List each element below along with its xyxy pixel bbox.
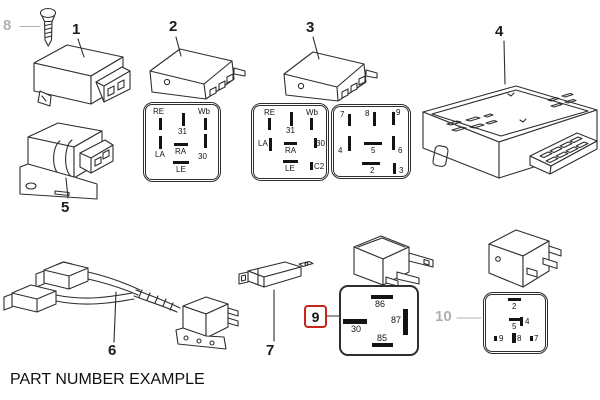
callout-4[interactable]: 4	[495, 23, 504, 40]
relay-3-aux-socket-diagram: 7 8 9 4 5 6 2 3	[331, 104, 411, 179]
pin	[348, 136, 351, 151]
terminal-label: 31	[178, 127, 187, 136]
terminal-label: 86	[375, 299, 386, 309]
relay-9-art	[325, 235, 434, 317]
connector-7-art	[238, 260, 314, 342]
terminal-label: LE	[285, 164, 295, 173]
pin	[348, 114, 351, 126]
terminal-label: RA	[285, 146, 297, 155]
callout-2[interactable]: 2	[169, 18, 178, 35]
terminal-label: 6	[398, 146, 403, 155]
pin	[314, 138, 317, 148]
terminal-label: 8	[517, 334, 522, 343]
pin	[204, 134, 207, 148]
terminal-label: RA	[175, 147, 187, 156]
terminal-label: 3	[399, 166, 404, 175]
terminal-label: LE	[176, 165, 186, 174]
relay-3-art	[283, 36, 378, 102]
terminal-label: Wb	[306, 108, 318, 117]
relay-2-art	[149, 36, 246, 100]
harness-6-art	[3, 261, 239, 350]
relay-5-art	[19, 122, 114, 200]
pin	[372, 343, 393, 347]
pin	[494, 336, 497, 341]
pin	[530, 336, 533, 341]
callout-9-highlighted[interactable]: 9	[304, 305, 327, 328]
terminal-label: 30	[198, 152, 207, 161]
pin	[392, 112, 395, 125]
pin	[173, 161, 189, 164]
terminal-label: LA	[155, 150, 165, 159]
terminal-label: 30	[316, 139, 325, 148]
pin	[310, 118, 313, 130]
pin	[512, 333, 516, 343]
terminal-label: 2	[512, 302, 517, 311]
relay-9-socket-diagram: 86 30 87 85	[339, 285, 419, 356]
terminal-label: 31	[286, 126, 295, 135]
terminal-label: RE	[153, 107, 165, 116]
relay-10-art	[456, 229, 562, 319]
terminal-label: 87	[391, 315, 402, 325]
pin	[520, 317, 523, 326]
relay-10-socket-diagram: 2 5 4 9 8 7	[483, 292, 548, 354]
callout-3[interactable]: 3	[306, 19, 315, 36]
terminal-label: C2	[314, 162, 325, 171]
terminal-label: 7	[340, 110, 345, 119]
terminal-label: LA	[258, 139, 268, 148]
terminal-label: RE	[264, 108, 276, 117]
pin	[159, 118, 162, 130]
terminal-label: 2	[370, 166, 375, 175]
terminal-label: 5	[371, 146, 376, 155]
callout-6[interactable]: 6	[108, 342, 117, 359]
pin	[269, 138, 272, 151]
page-caption: PART NUMBER EXAMPLE	[10, 371, 205, 388]
pin	[290, 112, 293, 126]
callout-8[interactable]: 8	[3, 17, 12, 34]
pin	[508, 298, 521, 301]
pin	[174, 143, 188, 146]
terminal-label: 9	[396, 108, 401, 117]
pin	[364, 142, 382, 145]
callout-1[interactable]: 1	[72, 21, 81, 38]
terminal-label: 4	[338, 146, 343, 155]
terminal-label: 85	[377, 333, 388, 343]
terminal-label: 7	[534, 334, 539, 343]
terminal-label: 30	[351, 324, 362, 334]
pin	[393, 163, 396, 174]
pin	[284, 142, 297, 145]
pin	[403, 309, 408, 335]
relay-3-main-socket-diagram: RE Wb 31 LA RA 30 LE C2	[251, 103, 329, 181]
terminal-label: 5	[512, 322, 517, 331]
pin	[509, 318, 521, 321]
pin	[268, 118, 271, 130]
pin	[159, 136, 162, 149]
terminal-label: 8	[365, 109, 370, 118]
terminal-label: Wb	[198, 107, 210, 116]
callout-10[interactable]: 10	[435, 308, 452, 325]
pin	[392, 136, 395, 150]
screw-art	[39, 7, 57, 47]
relay-2-socket-diagram: RE Wb 31 LA RA 30 LE	[143, 102, 221, 182]
pin	[362, 162, 380, 165]
relay-1-art	[33, 38, 131, 107]
pin	[204, 118, 207, 130]
pin	[182, 113, 185, 126]
pin	[310, 162, 313, 170]
callout-7[interactable]: 7	[266, 342, 275, 359]
terminal-label: 9	[499, 334, 504, 343]
pin	[373, 112, 376, 126]
pin	[283, 160, 298, 163]
terminal-label: 4	[525, 317, 530, 326]
pin	[343, 319, 367, 324]
control-module-art	[422, 40, 598, 179]
callout-5[interactable]: 5	[61, 199, 70, 216]
pin	[371, 295, 393, 299]
